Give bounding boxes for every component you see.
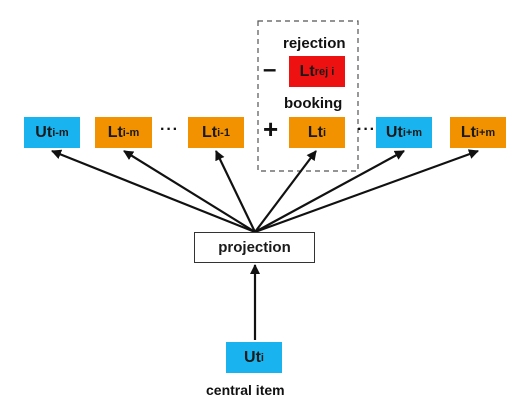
central-item-label: central item bbox=[206, 382, 285, 398]
plus-sign: + bbox=[263, 114, 279, 144]
arrow-to-lt-i-m bbox=[123, 150, 256, 233]
ellipsis-right: ··· bbox=[357, 121, 376, 138]
minus-sign: – bbox=[263, 56, 277, 83]
ellipsis-left: ··· bbox=[160, 121, 179, 138]
arrow-to-lt-i-1 bbox=[215, 150, 256, 233]
booking-label: booking bbox=[284, 95, 343, 112]
booking-rejection-dashed-box bbox=[257, 20, 359, 172]
rejection-label: rejection bbox=[283, 35, 346, 52]
arrow-to-ut-i-m bbox=[51, 149, 256, 234]
arrow-to-lt-i bbox=[254, 150, 317, 233]
projection-box: projection bbox=[194, 232, 315, 263]
arrow-to-lt-i-plus-m bbox=[254, 149, 479, 234]
arrow-to-ut-i-plus-m bbox=[254, 150, 405, 233]
